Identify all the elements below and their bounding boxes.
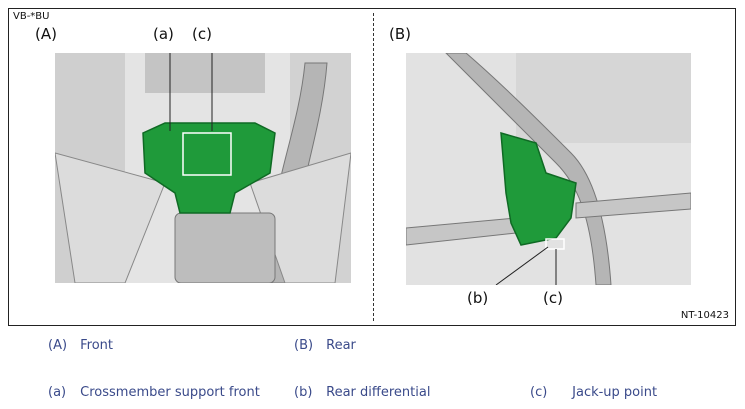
legend-key: (A) [48,338,68,353]
panel-b-label: (B) [389,25,411,43]
panel-a-callout-a: (a) [153,25,174,43]
legend-item-differential: (b) Rear differential [294,385,430,400]
front-underbody-illustration [55,53,351,283]
panel-b-callout-c: (c) [543,289,563,307]
rear-underbody-illustration [406,53,691,285]
legend-item-jackup: (c) Jack-up point [530,385,657,400]
legend-item-rear: (B) Rear [294,338,356,353]
legend-item-front: (A) Front [48,338,113,353]
figure-reference: NT-10423 [680,310,729,321]
rear-underbody-photo [406,53,691,285]
legend-key: (B) [294,338,314,353]
panel-a-callout-c: (c) [192,25,212,43]
panel-b-callout-b: (b) [467,289,489,307]
figure-frame: VB-*BU (A) (a) (c) (B) [8,8,736,326]
panel-divider [373,13,374,321]
legend-key: (c) [530,385,548,400]
legend-text: Rear differential [326,385,431,400]
legend-text: Jack-up point [572,385,658,400]
panel-a-label: (A) [35,25,57,43]
legend-text: Front [80,338,114,353]
front-underbody-photo [55,53,351,283]
legend-key: (a) [48,385,67,400]
legend-item-crossmember: (a) Crossmember support front [48,385,260,400]
legend-text: Crossmember support front [80,385,260,400]
figure-code: VB-*BU [13,11,50,22]
legend-text: Rear [326,338,356,353]
legend-key: (b) [294,385,313,400]
